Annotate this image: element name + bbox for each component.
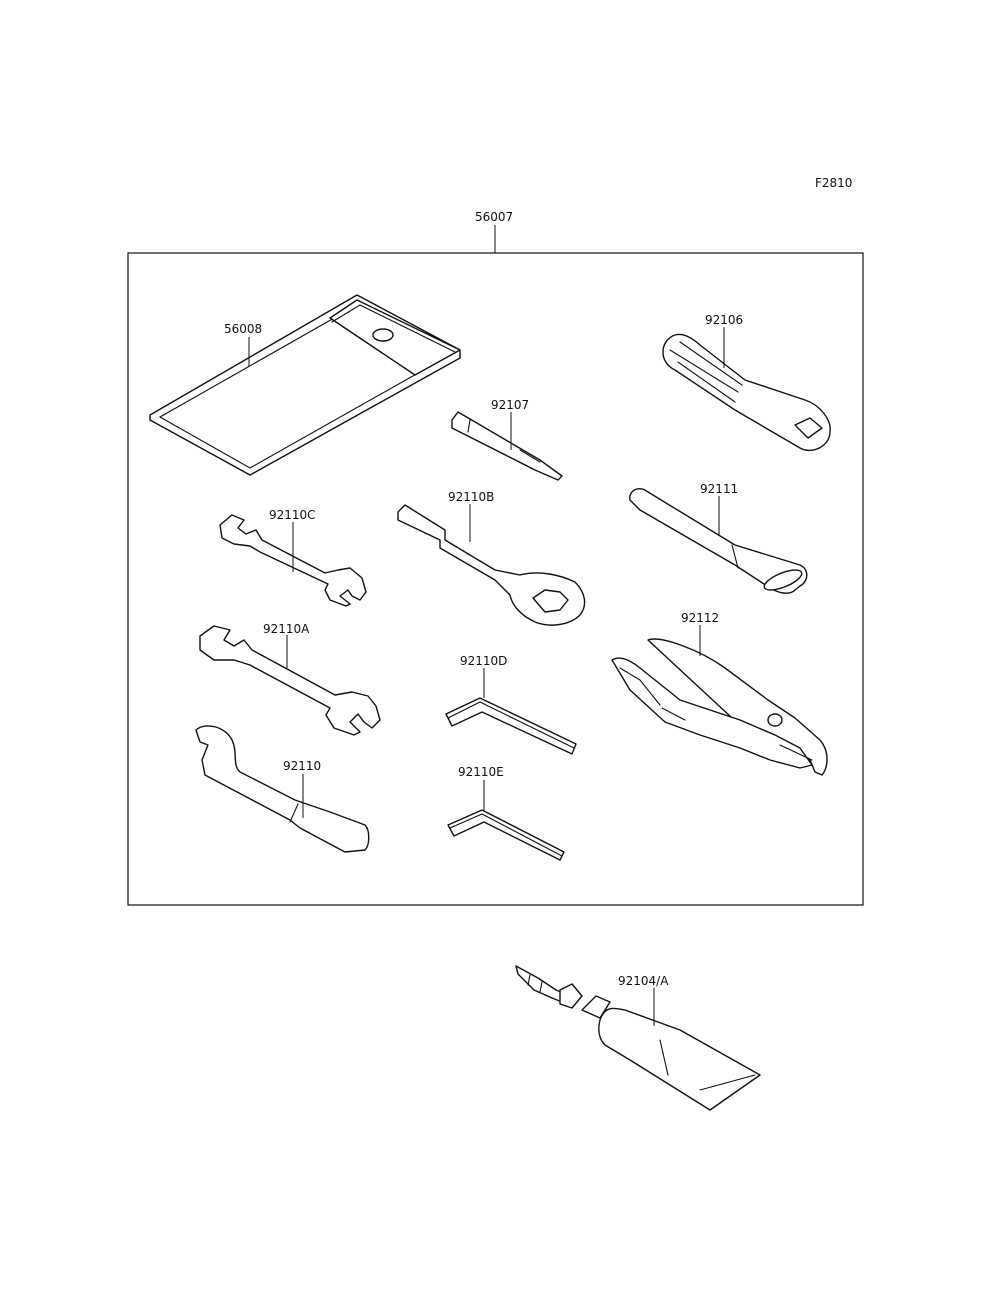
pliers [611, 638, 828, 776]
open-end-wrench-large [199, 625, 381, 736]
extension-bar-label: 92111 [700, 482, 739, 496]
figure-code: F2810 [815, 176, 853, 190]
valve-tool [515, 965, 583, 1009]
hex-key-e-label: 92110E [458, 765, 504, 779]
screwdriver-bit [451, 411, 563, 481]
screwdriver-bit-label: 92107 [491, 398, 530, 412]
wrench-a-label: 92110A [263, 622, 310, 636]
kit-label: 56007 [475, 210, 514, 224]
hex-key-e [447, 809, 565, 861]
hook-spanner [195, 725, 370, 853]
hook-spanner-label: 92110 [283, 759, 322, 773]
screwdriver-handle-label: 92106 [705, 313, 744, 327]
screwdriver-handle [662, 333, 831, 452]
hex-key-d [445, 697, 577, 755]
pliers-label: 92112 [681, 611, 720, 625]
ring-wrench [397, 504, 586, 626]
pouch-label: 56008 [224, 322, 263, 336]
hex-key-d-label: 92110D [460, 654, 508, 668]
extension-bar [629, 488, 808, 594]
tool-pouch [149, 294, 461, 476]
wrench-c-label: 92110C [269, 508, 316, 522]
grease-tube [581, 995, 761, 1111]
tube-label: 92104/A [618, 974, 669, 988]
ring-wrench-label: 92110B [448, 490, 495, 504]
